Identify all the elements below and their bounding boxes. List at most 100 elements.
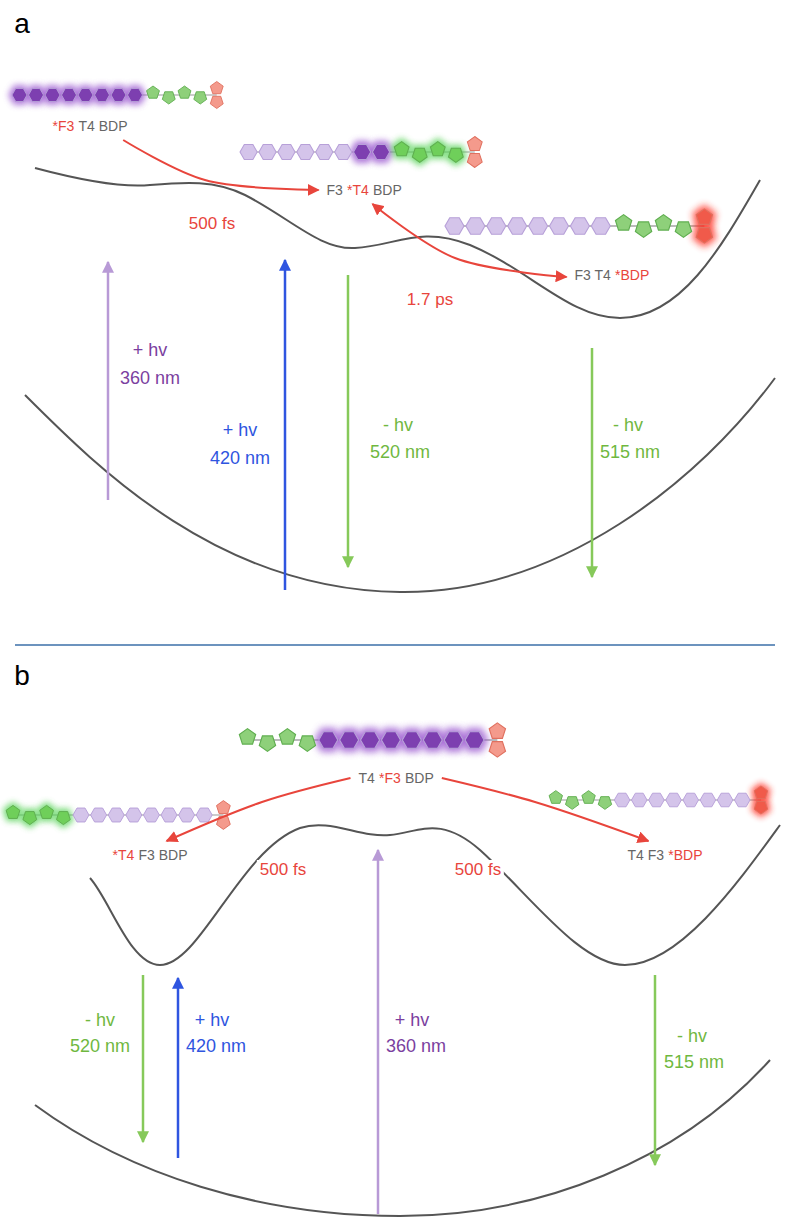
- wavelength-label: 360 nm: [120, 368, 180, 389]
- glow: [460, 728, 489, 753]
- glow: [53, 809, 73, 829]
- emission-arrow: [654, 975, 657, 1165]
- ground-state-curve: [25, 378, 775, 592]
- absorption-arrow: [284, 260, 287, 590]
- glow: [377, 728, 406, 753]
- state-text: F3 BDP: [138, 847, 187, 863]
- ring: [361, 732, 380, 749]
- glow: [356, 728, 385, 753]
- panel-letter: a: [14, 8, 30, 40]
- wavelength-label: 520 nm: [370, 442, 430, 463]
- ring: [12, 88, 27, 101]
- time-label: 500 fs: [452, 860, 504, 880]
- ring: [675, 222, 691, 237]
- ring: [598, 797, 611, 810]
- time-label: 1.7 ps: [404, 290, 456, 310]
- ring: [649, 793, 665, 807]
- ring: [259, 145, 276, 160]
- glow: [41, 85, 64, 105]
- ring: [335, 145, 352, 160]
- ring: [128, 88, 143, 101]
- wavelength-label: 360 nm: [386, 1036, 446, 1057]
- ring: [91, 808, 107, 822]
- absorption-arrow: [107, 262, 110, 500]
- ring: [550, 218, 569, 235]
- ring: [467, 137, 482, 151]
- ring: [179, 808, 195, 822]
- emission-label: - hv: [85, 1010, 115, 1031]
- state-text: BDP: [373, 182, 402, 198]
- state-text: T4: [359, 770, 375, 786]
- state-label: F3 T4*BDP: [571, 265, 654, 285]
- ring: [448, 148, 463, 162]
- ring: [259, 736, 275, 751]
- state-text: F3 T4: [575, 267, 611, 283]
- emission-arrow: [142, 975, 145, 1142]
- glow: [692, 205, 716, 228]
- ring: [73, 808, 89, 822]
- molecule: [3, 801, 231, 830]
- ring: [631, 793, 647, 807]
- emission-label: - hv: [677, 1026, 707, 1047]
- glow: [20, 809, 40, 829]
- ring: [57, 812, 71, 825]
- state-label: T4 F3*BDP: [624, 845, 707, 865]
- time-label: 500 fs: [186, 214, 238, 234]
- ring: [210, 96, 223, 108]
- ring: [299, 736, 315, 751]
- ring: [489, 742, 505, 757]
- glow: [8, 85, 31, 105]
- ring: [696, 228, 712, 243]
- emission-label: - hv: [383, 415, 413, 436]
- ring: [381, 732, 400, 749]
- ring: [430, 142, 445, 156]
- ring: [565, 797, 578, 810]
- molecule: [239, 723, 505, 757]
- ring: [111, 88, 126, 101]
- ring: [700, 793, 716, 807]
- glow: [3, 802, 23, 822]
- molecule: [8, 82, 223, 109]
- ring: [717, 793, 733, 807]
- ring: [549, 791, 562, 804]
- state-label: F3*T4BDP: [323, 180, 406, 200]
- state-text: BDP: [405, 770, 434, 786]
- ring: [635, 222, 651, 237]
- state-text: T4 F3: [628, 847, 665, 863]
- panel-letter: b: [14, 660, 30, 692]
- ring: [508, 218, 527, 235]
- glow: [427, 138, 449, 159]
- molecule: [445, 205, 717, 248]
- glow: [74, 85, 97, 105]
- molecule: [240, 137, 482, 168]
- ring: [340, 732, 359, 749]
- wavelength-label: 515 nm: [664, 1052, 724, 1073]
- state-text: *T4: [347, 182, 369, 198]
- state-label: *T4F3 BDP: [109, 845, 192, 865]
- ring: [734, 793, 750, 807]
- glow: [107, 85, 130, 105]
- ring: [655, 215, 671, 230]
- glow: [124, 85, 147, 105]
- ring: [108, 808, 124, 822]
- glow: [36, 802, 56, 822]
- state-text: *T4: [113, 847, 135, 863]
- ring: [666, 793, 682, 807]
- ground-state-curve: [35, 1060, 770, 1216]
- ring: [239, 729, 255, 744]
- ring: [217, 801, 231, 814]
- state-text: *F3: [379, 770, 401, 786]
- ring: [78, 88, 93, 101]
- state-label: T4*F3BDP: [355, 768, 438, 788]
- wavelength-label: 515 nm: [600, 442, 660, 463]
- ring: [465, 732, 484, 749]
- glow: [314, 728, 343, 753]
- ring: [297, 145, 314, 160]
- ring: [143, 808, 159, 822]
- ring: [196, 808, 212, 822]
- ring: [278, 145, 295, 160]
- ring: [683, 793, 699, 807]
- ring: [487, 218, 506, 235]
- ring: [402, 732, 421, 749]
